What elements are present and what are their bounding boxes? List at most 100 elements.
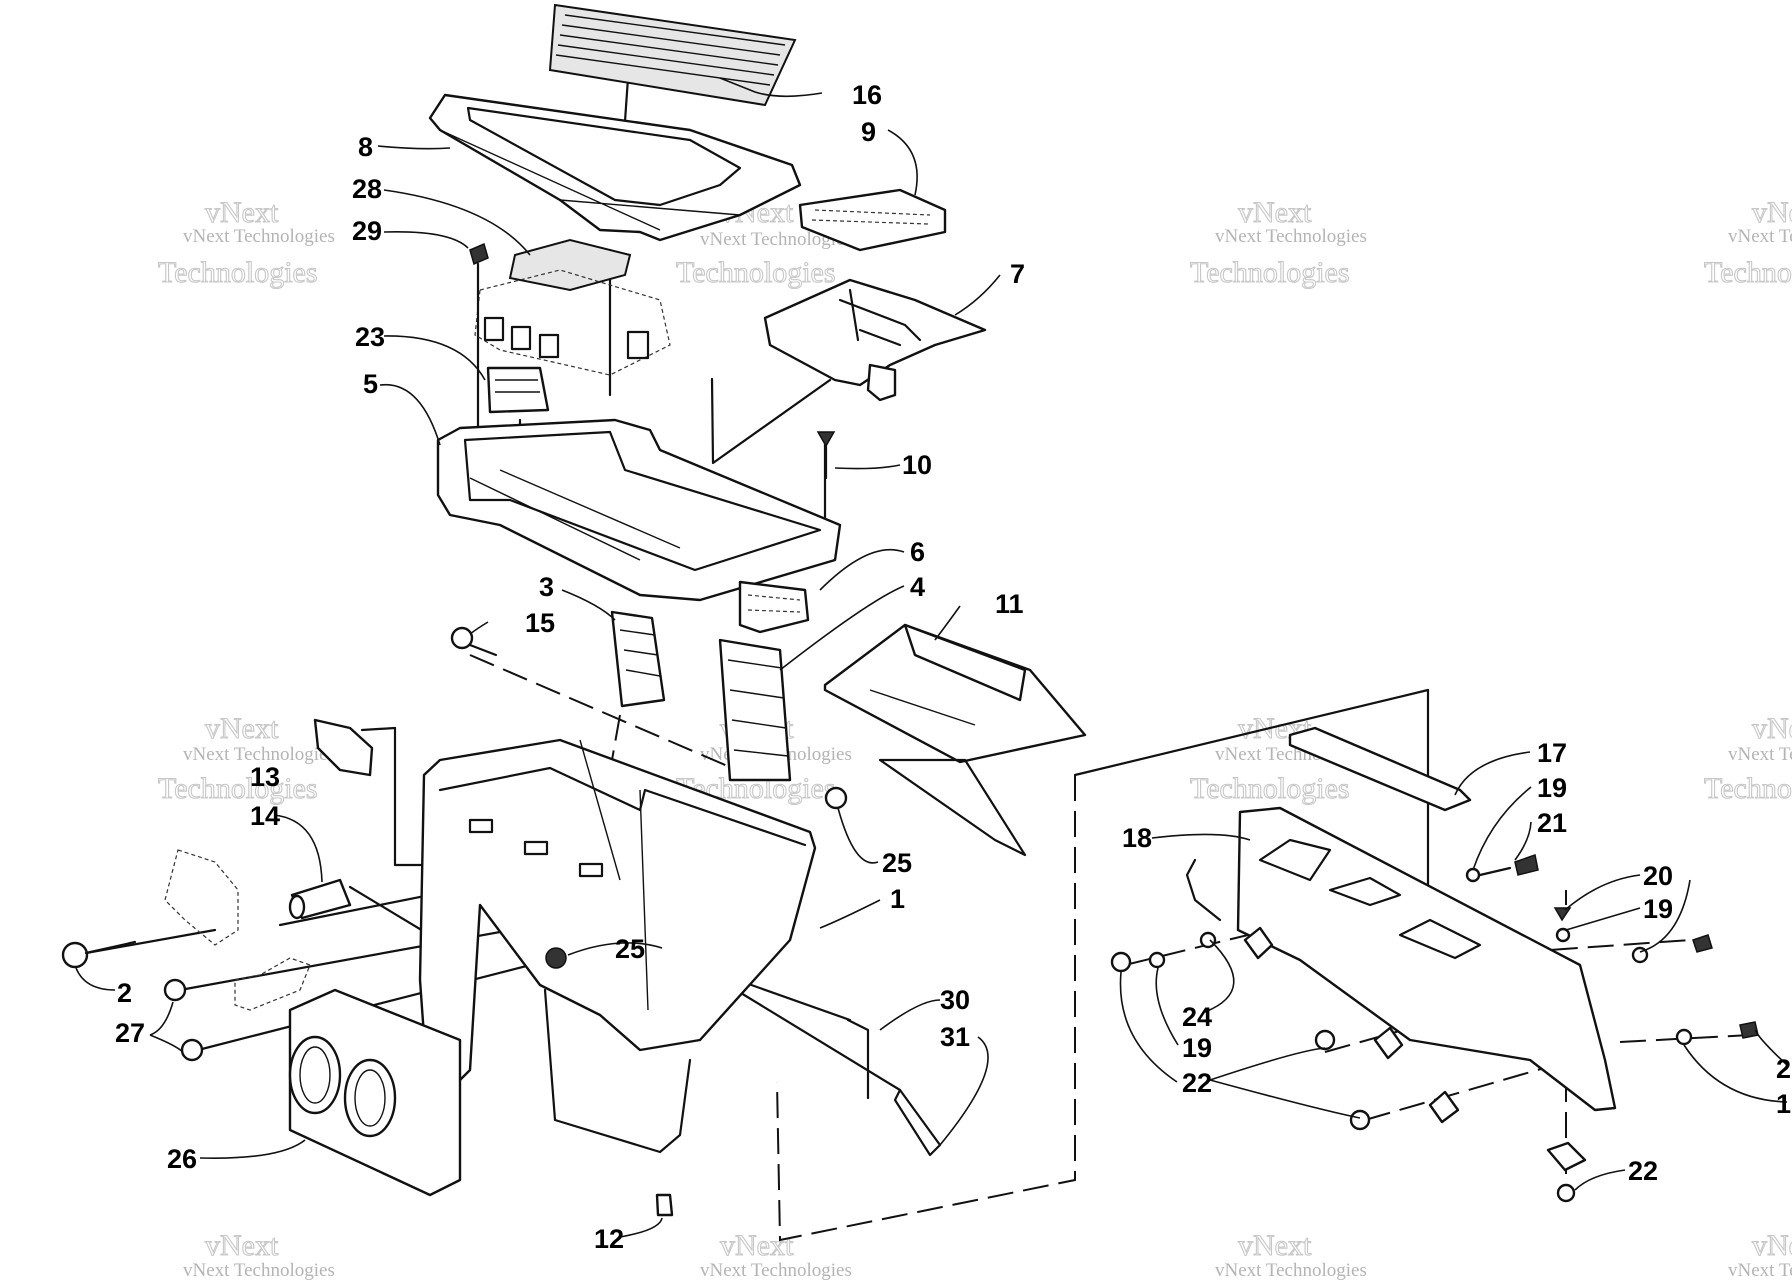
- part-filter-9: [798, 188, 947, 252]
- callout-11: 11: [995, 589, 1024, 619]
- part-screws-27: [163, 957, 311, 1062]
- callout-18: 18: [1122, 823, 1152, 853]
- part-decal-16: [548, 3, 797, 107]
- part-clamp-31: [893, 1088, 942, 1157]
- callout-15: 15: [525, 608, 555, 638]
- part-module-dashed: [474, 269, 671, 376]
- part-nut-25-right: [824, 786, 848, 810]
- part-intake-7: [763, 278, 987, 402]
- svg-text:Technologies: Technologies: [1190, 256, 1350, 289]
- part-clip-13: [313, 718, 374, 777]
- callouts: 16 9 8 28 29 7 23 5 10 6 3 4 11 15 13 14…: [115, 80, 1791, 1254]
- part-bolts-21-20: [1478, 854, 1759, 1039]
- part-spacer-14: [288, 878, 352, 920]
- part-filter-3: [610, 610, 666, 708]
- callout-28: 28: [352, 174, 382, 204]
- watermark: vNext vNext Technologies: [183, 1228, 335, 1280]
- callout-8: 8: [358, 132, 373, 162]
- callout-7: 7: [1010, 259, 1025, 289]
- callout-25: 25: [615, 934, 645, 964]
- callout-21: 21: [1537, 808, 1567, 838]
- svg-text:vNext Technologies: vNext Technologies: [1215, 1260, 1367, 1280]
- part-grommets: [1243, 926, 1587, 1172]
- svg-text:vNext: vNext: [1752, 1229, 1792, 1262]
- svg-text:vNext: vNext: [1238, 1229, 1312, 1262]
- callout-2: 2: [117, 978, 132, 1008]
- watermark: vNext vNext Technologies Technologies: [1703, 711, 1792, 805]
- part-silencer-26: [288, 988, 462, 1197]
- watermark: vNext vNext Technologies: [1215, 1228, 1367, 1280]
- callout-22: 22: [1628, 1156, 1658, 1186]
- part-wire-24: [1185, 858, 1222, 922]
- callout-1: 1: [890, 884, 905, 914]
- callout-3: 3: [539, 572, 554, 602]
- part-duct-11: [823, 623, 1087, 857]
- part-filter-6: [738, 580, 810, 634]
- callout-31: 31: [940, 1022, 970, 1052]
- callout-10: 10: [902, 450, 932, 480]
- svg-text:vNext Technologies: vNext Technologies: [700, 229, 852, 250]
- callout-6: 6: [910, 537, 925, 567]
- svg-text:Technologies: Technologies: [1704, 772, 1792, 805]
- callout-4: 4: [910, 572, 925, 602]
- watermark: vNext vNext Technologies Technologies: [157, 195, 335, 289]
- part-cap-12: [655, 1193, 674, 1217]
- watermark: vNext vNext Technologies Technologies: [1703, 195, 1792, 289]
- callout-19: 19: [1182, 1033, 1212, 1063]
- part-base-plate-5: [436, 418, 842, 602]
- callout-9: 9: [861, 117, 876, 147]
- svg-text:vNext: vNext: [205, 196, 279, 229]
- svg-text:Technologies: Technologies: [1190, 772, 1350, 805]
- callout-29: 29: [352, 216, 382, 246]
- svg-text:Technologies: Technologies: [676, 256, 836, 289]
- svg-text:vNext Technologies: vNext Technologies: [1215, 226, 1367, 247]
- svg-text:vNext: vNext: [1752, 196, 1792, 229]
- part-screw-10: [816, 431, 836, 480]
- callout-23: 23: [355, 322, 385, 352]
- svg-text:vNext Technologies: vNext Technologies: [183, 226, 335, 247]
- callout-1: 1: [1776, 1089, 1791, 1119]
- callout-20: 20: [1643, 861, 1673, 891]
- svg-text:vNext Technologies: vNext Technologies: [1728, 226, 1792, 247]
- callout-2: 2: [1776, 1054, 1791, 1084]
- callout-25: 25: [882, 848, 912, 878]
- svg-text:vNext: vNext: [205, 712, 279, 745]
- part-washers: [1148, 867, 1693, 1046]
- part-airbox-lid-8: [428, 93, 802, 242]
- svg-text:vNext: vNext: [720, 1229, 794, 1262]
- part-bolt-15: [450, 626, 498, 657]
- watermark: vNext vNext Technologies: [1728, 1228, 1792, 1280]
- watermark: vNext vNext Technologies: [700, 1228, 852, 1280]
- callout-27: 27: [115, 1018, 145, 1048]
- svg-text:vNext: vNext: [1238, 196, 1312, 229]
- callout-19: 19: [1643, 894, 1673, 924]
- part-duct-18: [1236, 806, 1617, 1112]
- callout-22: 22: [1182, 1068, 1212, 1098]
- callout-17: 17: [1537, 738, 1567, 768]
- svg-text:vNext Technologies: vNext Technologies: [700, 1260, 852, 1280]
- callout-19: 19: [1537, 773, 1567, 803]
- part-bolt-29: [469, 242, 489, 320]
- watermark: vNext vNext Technologies Technologies: [157, 711, 335, 805]
- svg-text:vNext Technologies: vNext Technologies: [1728, 1260, 1792, 1280]
- part-gasket-17: [1288, 726, 1472, 812]
- callout-12: 12: [594, 1224, 624, 1254]
- part-hose-30: [846, 1018, 870, 1100]
- callout-24: 24: [1182, 1002, 1212, 1032]
- svg-text:Technologies: Technologies: [158, 772, 318, 805]
- part-label-28: [508, 238, 632, 292]
- leader-lines: [75, 77, 1788, 1238]
- part-bracket-dashed: [164, 849, 239, 946]
- svg-text:vNext Technologies: vNext Technologies: [183, 744, 335, 765]
- svg-text:vNext Technologies: vNext Technologies: [183, 1260, 335, 1280]
- callout-16: 16: [852, 80, 882, 110]
- svg-text:Technologies: Technologies: [158, 256, 318, 289]
- part-seal-23: [486, 366, 550, 414]
- svg-text:Technologies: Technologies: [1704, 256, 1792, 289]
- callout-30: 30: [940, 985, 970, 1015]
- callout-26: 26: [167, 1144, 197, 1174]
- callout-14: 14: [250, 801, 280, 831]
- part-filter-4: [718, 638, 792, 782]
- callout-13: 13: [250, 762, 280, 792]
